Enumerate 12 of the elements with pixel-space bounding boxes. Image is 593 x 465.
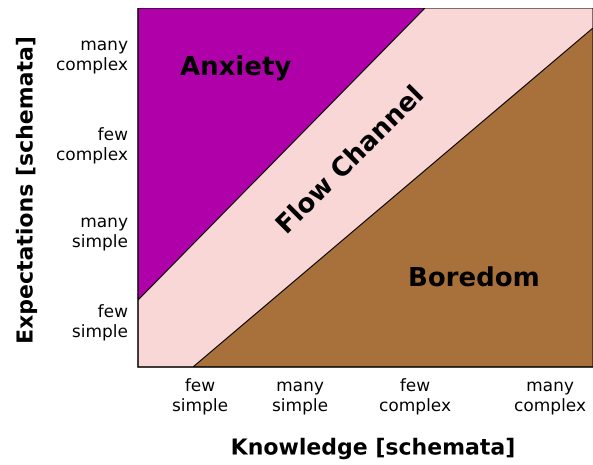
- region-label: Anxiety: [180, 52, 292, 82]
- tick-label: few simple: [70, 302, 128, 342]
- tick-label: few simple: [170, 376, 230, 416]
- axis-title: Knowledge [schemata]: [230, 436, 516, 460]
- tick-label: many complex: [54, 35, 128, 75]
- tick-label: few complex: [54, 125, 128, 165]
- tick-label: few complex: [378, 376, 452, 416]
- tick-label: many simple: [270, 376, 330, 416]
- tick-label: many complex: [512, 376, 588, 416]
- axis-title: Expectations [schemata]: [14, 36, 38, 344]
- region-label: Boredom: [408, 263, 540, 293]
- tick-label: many simple: [70, 212, 128, 252]
